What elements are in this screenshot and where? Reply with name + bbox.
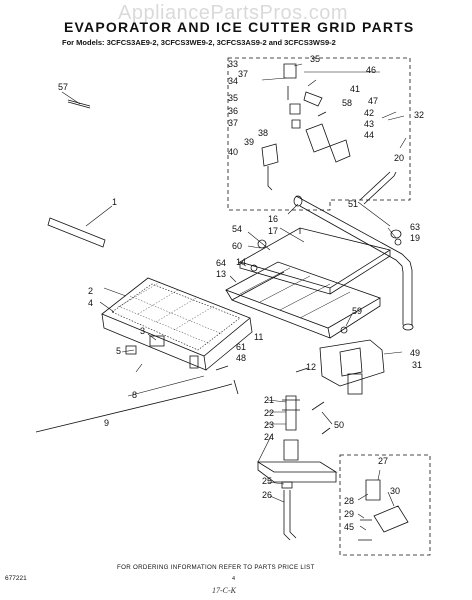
diagram-title: EVAPORATOR AND ICE CUTTER GRID PARTS xyxy=(64,19,415,35)
callout: 17 xyxy=(268,226,278,236)
connector xyxy=(285,395,297,431)
callout: 27 xyxy=(378,456,388,466)
callout: 51 xyxy=(348,199,358,209)
thermostat-probe xyxy=(359,171,397,205)
clip-part xyxy=(283,439,299,461)
callout: 37 xyxy=(238,69,248,79)
rod-part xyxy=(67,99,91,109)
page-number: 4 xyxy=(232,576,236,582)
callout: 22 xyxy=(264,408,274,418)
callout-labels: 33 35 37 46 34 41 35 58 47 36 42 37 43 3… xyxy=(58,54,424,532)
callout: 19 xyxy=(410,233,420,243)
callout: 64 xyxy=(216,258,226,268)
callout: 33 xyxy=(228,59,238,69)
callout: 13 xyxy=(216,269,226,279)
timer-part xyxy=(365,479,381,501)
ice-tray xyxy=(101,277,251,357)
callout: 32 xyxy=(414,110,424,120)
callout: 35 xyxy=(228,93,238,103)
callout: 47 xyxy=(368,96,378,106)
callout: 63 xyxy=(410,222,420,232)
capacitor-part xyxy=(373,505,409,533)
callout: 44 xyxy=(364,130,374,140)
callout: 12 xyxy=(306,362,316,372)
callout: 58 xyxy=(342,98,352,108)
callout: 37 xyxy=(228,118,238,128)
callout: 50 xyxy=(334,420,344,430)
callout: 26 xyxy=(262,490,272,500)
switch-part xyxy=(283,63,297,79)
callout: 30 xyxy=(390,486,400,496)
callout: 34 xyxy=(228,76,238,86)
callout: 21 xyxy=(264,395,274,405)
callout: 3 xyxy=(140,326,145,336)
detail-box xyxy=(227,57,411,211)
callout: 28 xyxy=(344,496,354,506)
evaporator-plate xyxy=(238,227,392,289)
callout: 59 xyxy=(352,306,362,316)
callout: 14 xyxy=(236,257,246,267)
heater-wire xyxy=(35,383,233,433)
callout: 9 xyxy=(104,418,109,428)
callout: 16 xyxy=(268,214,278,224)
callout: 48 xyxy=(236,353,246,363)
callout: 43 xyxy=(364,119,374,129)
callout: 24 xyxy=(264,432,274,442)
models-line: For Models: 3CFCS3AE9-2, 3CFCS3WE9-2, 3C… xyxy=(62,38,336,47)
callout: 57 xyxy=(58,82,68,92)
callout: 25 xyxy=(262,476,272,486)
cutter-grid xyxy=(225,261,381,329)
callout: 39 xyxy=(244,137,254,147)
watermark: AppliancePartsPros.com xyxy=(118,2,348,24)
callout: 29 xyxy=(344,509,354,519)
callout: 40 xyxy=(228,147,238,157)
callout: 5 xyxy=(116,346,121,356)
callout: 4 xyxy=(88,298,93,308)
callout: 1 xyxy=(112,197,117,207)
motor-assembly xyxy=(319,339,385,387)
callout: 2 xyxy=(88,286,93,296)
detail-box-bottom xyxy=(339,454,431,556)
bracket-part xyxy=(305,123,331,153)
callout: 61 xyxy=(236,342,246,352)
document-number: 677221 xyxy=(5,575,27,582)
callout: 54 xyxy=(232,224,242,234)
callout: 31 xyxy=(412,360,422,370)
callout: 45 xyxy=(344,522,354,532)
callout: 8 xyxy=(132,390,137,400)
drain-hose xyxy=(283,490,297,541)
evaporator-tube xyxy=(295,195,413,325)
callout: 20 xyxy=(394,153,404,163)
callout: 60 xyxy=(232,241,242,251)
callout: 35 xyxy=(310,54,320,64)
callout: 41 xyxy=(350,84,360,94)
callout: 49 xyxy=(410,348,420,358)
callout: 23 xyxy=(264,420,274,430)
tube-part xyxy=(47,217,106,248)
callout: 46 xyxy=(366,65,376,75)
callout: 38 xyxy=(258,128,268,138)
ordering-info-footer: FOR ORDERING INFORMATION REFER TO PARTS … xyxy=(117,564,315,571)
handwritten-signature: 17-C-K xyxy=(212,586,236,595)
callout: 36 xyxy=(228,106,238,116)
callout: 42 xyxy=(364,108,374,118)
drain-trough xyxy=(256,461,338,473)
callout: 11 xyxy=(254,332,263,342)
